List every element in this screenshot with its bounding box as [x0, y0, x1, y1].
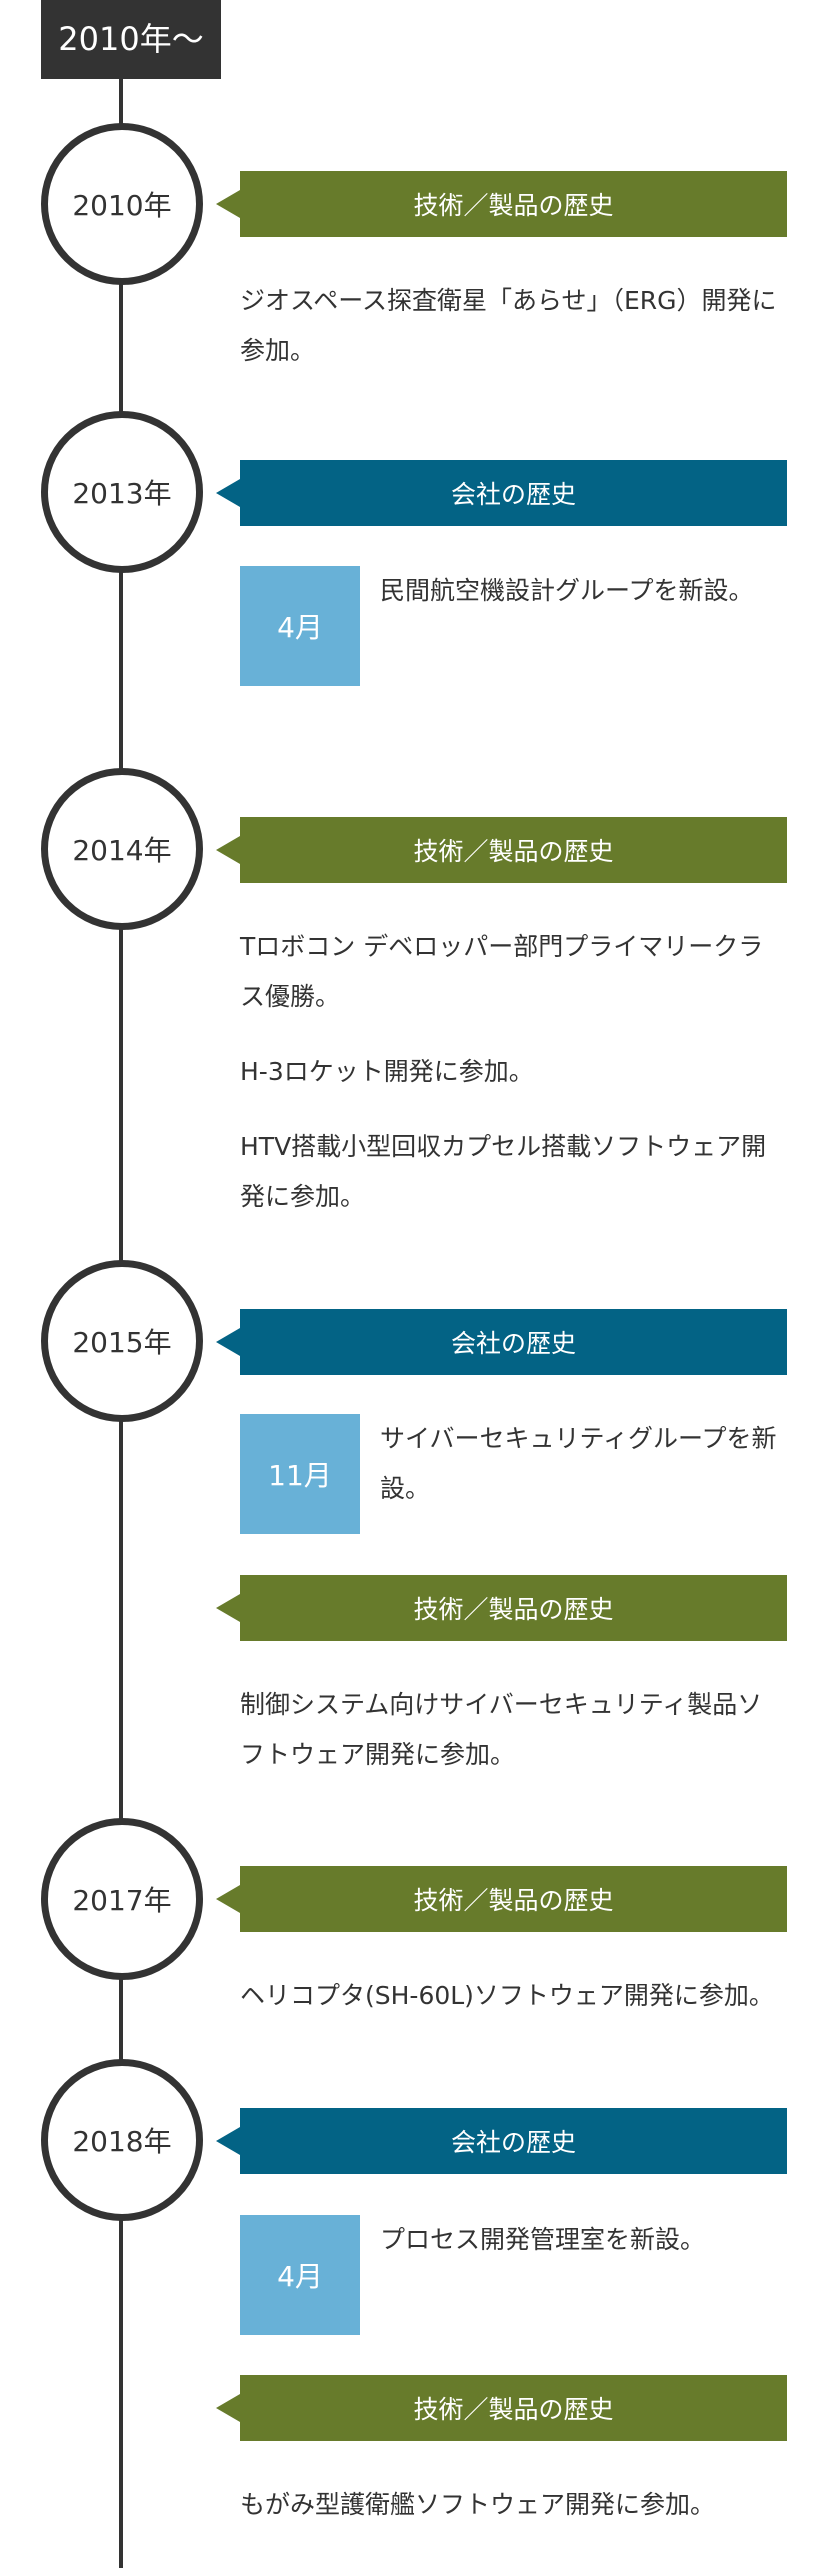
tech-history-tag: 技術／製品の歴史: [216, 1575, 787, 1641]
timeline-entry: ヘリコプタ(SH-60L)ソフトウェア開発に参加。: [240, 1981, 774, 2010]
timeline-entry: Tロボコン デベロッパー部門プライマリークラス優勝。: [240, 932, 764, 1011]
timeline-entry: もがみ型護衛艦ソフトウェア開発に参加。: [240, 2490, 716, 2519]
company-history-tag: 会社の歴史: [216, 460, 787, 526]
timeline-entry: 制御システム向けサイバーセキュリティ製品ソフトウェア開発に参加。: [240, 1690, 763, 1769]
year-marker-2013: 2013年: [41, 411, 203, 573]
tech-history-tag: 技術／製品の歴史: [216, 1866, 787, 1932]
month-badge: 4月: [240, 566, 360, 686]
tech-history-tag: 技術／製品の歴史: [216, 171, 787, 237]
month-badge: 4月: [240, 2215, 360, 2335]
era-label: 2010年〜: [41, 0, 221, 79]
year-marker-2015: 2015年: [41, 1260, 203, 1422]
timeline-entry: ジオスペース探査衛星「あらせ」（ERG）開発に参加。: [240, 286, 777, 365]
timeline-entry: HTV搭載小型回収カプセル搭載ソフトウェア開発に参加。: [240, 1132, 767, 1211]
company-history-tag: 会社の歴史: [216, 1309, 787, 1375]
year-marker-2018: 2018年: [41, 2059, 203, 2221]
year-marker-2014: 2014年: [41, 768, 203, 930]
year-marker-2010: 2010年: [41, 123, 203, 285]
timeline-entry: サイバーセキュリティグループを新設。: [380, 1424, 777, 1503]
timeline-entry: 民間航空機設計グループを新設。: [380, 576, 754, 605]
company-history-tag: 会社の歴史: [216, 2108, 787, 2174]
timeline-entry: プロセス開発管理室を新設。: [380, 2225, 706, 2254]
tech-history-tag: 技術／製品の歴史: [216, 817, 787, 883]
timeline-entry: H-3ロケット開発に参加。: [240, 1057, 534, 1086]
month-badge: 11月: [240, 1414, 360, 1534]
year-marker-2017: 2017年: [41, 1818, 203, 1980]
tech-history-tag: 技術／製品の歴史: [216, 2375, 787, 2441]
